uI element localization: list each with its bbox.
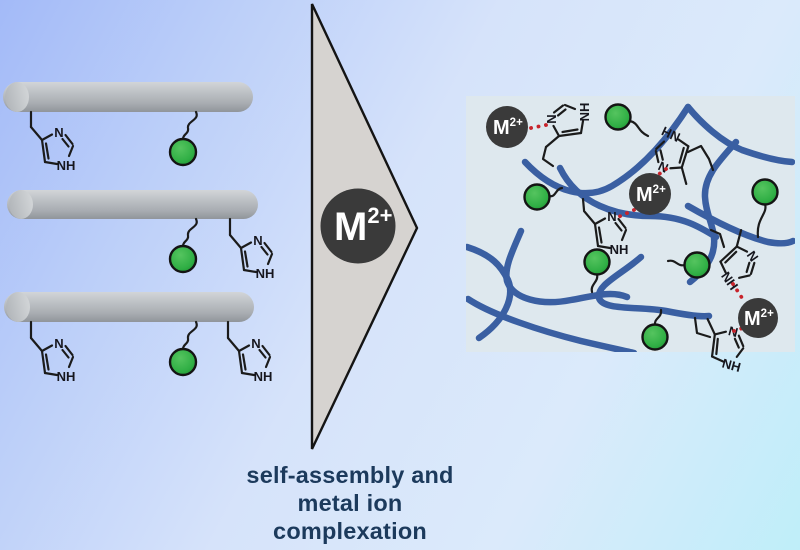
pendant-linker [686, 144, 715, 172]
bead-tether [590, 272, 599, 294]
polymer-rod-1 [3, 82, 253, 112]
caption-line-1: self-assembly and [246, 462, 454, 488]
polymer-network [466, 103, 795, 352]
metal-ion-badge: M2+ [738, 298, 778, 338]
green-bead [683, 251, 711, 279]
pendant-linker [709, 228, 726, 249]
caption-line-2: metal ion [297, 490, 403, 516]
green-bead [523, 183, 551, 211]
coordination-bond-dots [653, 167, 668, 179]
polymer-rod-3 [4, 292, 254, 322]
coordination-bond-dots [614, 208, 636, 220]
caption: self-assembly and metal ion complexation [225, 461, 475, 545]
metal-ion-label: M2+ [493, 117, 523, 139]
rod-assembly [3, 82, 276, 386]
bead-tether [628, 119, 650, 138]
metal-ion-label: M2+ [636, 184, 666, 206]
polymer-chain-curve [466, 295, 638, 352]
metal-ion-label: M2+ [744, 308, 774, 330]
green-bead [641, 323, 669, 351]
green-bead [168, 244, 198, 274]
metal-ion-badge: M2+ [629, 173, 671, 215]
polymer-rod-2 [7, 190, 258, 219]
coordination-bond-dots [731, 282, 746, 303]
network-panel: M2+ M2+ M2+ [466, 96, 795, 377]
imidazole-pendant [29, 123, 77, 175]
polymer-chain-curve [556, 164, 720, 241]
metal-ion-badge [320, 188, 396, 264]
metal-ion-badge: M2+ [486, 106, 528, 148]
green-bead [168, 137, 198, 167]
imidazole-pendant [226, 334, 274, 386]
transition-arrow: M2+ [310, 3, 419, 450]
green-bead [751, 178, 779, 206]
coordination-bond-dots [529, 122, 553, 130]
bead-tether [666, 259, 687, 267]
pendant-linker [581, 197, 586, 212]
imidazole-pendant [29, 334, 77, 386]
pendant-linker [541, 145, 555, 168]
caption-line-3: complexation [273, 518, 427, 544]
polymer-chain-curve [595, 253, 713, 320]
rod-end-cap [5, 82, 29, 112]
metal-ion-label: M2+ [334, 203, 392, 249]
imidazole-pendant [228, 231, 276, 283]
polymer-chain-curve [684, 202, 795, 247]
bead-tether [181, 217, 198, 248]
pendant-linker [693, 316, 712, 339]
green-bead [583, 248, 611, 276]
polymer-chain-curve [684, 103, 795, 166]
bead-tether [181, 110, 198, 141]
polymer-chain-curve [503, 227, 631, 306]
rod-end-cap [9, 190, 33, 219]
bead-tether [756, 202, 767, 239]
rod-end-cap [6, 292, 30, 322]
green-bead [168, 347, 198, 377]
green-bead [604, 103, 632, 131]
bead-tether [181, 320, 198, 351]
